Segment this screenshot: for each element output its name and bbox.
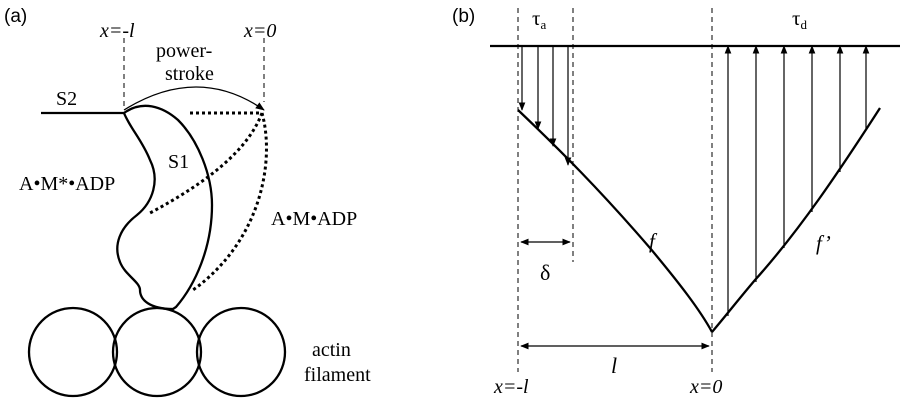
state-post-label: A•M•ADP bbox=[271, 208, 357, 230]
actin-monomer-3 bbox=[195, 306, 287, 398]
potential-curve-prime bbox=[711, 107, 881, 333]
x-zero-label-a: x=0 bbox=[243, 20, 276, 42]
x-minus-l-label-b: x=-l bbox=[493, 376, 529, 398]
delta-label: δ bbox=[540, 260, 550, 285]
powerstroke-label-line1: power- bbox=[156, 40, 212, 62]
panel-a-label: (a) bbox=[4, 6, 27, 27]
tau-a-subscript: a bbox=[540, 17, 546, 32]
myosin-head-pre bbox=[116, 104, 214, 311]
panel-b-label: (b) bbox=[452, 6, 475, 27]
state-pre-label: A•M*•ADP bbox=[19, 173, 115, 195]
f-label: f bbox=[649, 229, 658, 253]
powerstroke-label-line2: stroke bbox=[165, 63, 214, 85]
tau-d-subscript: d bbox=[800, 17, 807, 32]
l-label: l bbox=[611, 353, 617, 378]
s2-label: S2 bbox=[56, 88, 77, 110]
tau-a-symbol: τ bbox=[532, 6, 540, 30]
actin-monomer-2 bbox=[111, 306, 203, 398]
s1-label: S1 bbox=[168, 151, 189, 173]
f-prime-label: f’ bbox=[816, 231, 831, 255]
tau-a-label: τa bbox=[532, 6, 546, 32]
x-minus-l-label-a: x=-l bbox=[99, 20, 135, 42]
actin-label-line1: actin bbox=[312, 339, 351, 361]
x-zero-label-b: x=0 bbox=[689, 376, 722, 398]
powerstroke-arrow bbox=[123, 86, 265, 111]
tau-d-label: τd bbox=[792, 6, 807, 32]
potential-curve bbox=[517, 109, 714, 333]
myosin-head-post-outer bbox=[192, 112, 268, 292]
actin-label-line2: filament bbox=[304, 364, 371, 386]
tau-d-symbol: τ bbox=[792, 6, 800, 30]
myosin-head-post-inner bbox=[149, 112, 264, 215]
panel-a: (a) x=-l x=0 power- stroke S2 S1 A•M*•AD… bbox=[4, 6, 371, 398]
actin-monomer-1 bbox=[27, 306, 119, 398]
panel-b: (b) τa τd f f’ δ l x=- bbox=[452, 6, 900, 398]
